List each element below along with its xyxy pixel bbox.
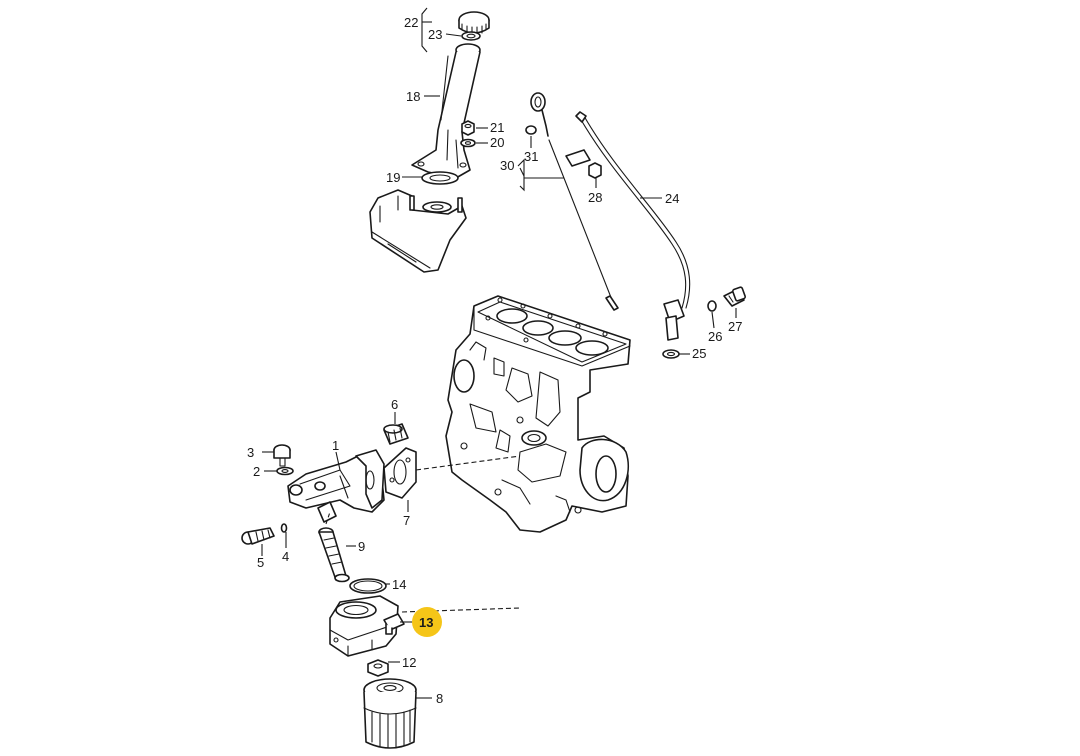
- label-9[interactable]: 9: [358, 539, 365, 554]
- oil-filter[interactable]: [363, 678, 417, 749]
- bolt-5[interactable]: [241, 527, 275, 545]
- filler-neck[interactable]: [411, 43, 481, 179]
- washer-2[interactable]: [276, 466, 294, 476]
- o-ring-14[interactable]: [349, 578, 387, 594]
- label-2[interactable]: 2: [253, 464, 260, 479]
- label-19[interactable]: 19: [386, 170, 400, 185]
- hollow-bolt-9[interactable]: [318, 527, 350, 583]
- label-28[interactable]: 28: [588, 190, 602, 205]
- nut-28[interactable]: [588, 162, 602, 179]
- dipstick-guide-tube[interactable]: [565, 111, 691, 341]
- filler-cap-seal[interactable]: [461, 31, 481, 41]
- leader-lines: [261, 7, 737, 699]
- label-23[interactable]: 23: [428, 27, 442, 42]
- label-25[interactable]: 25: [692, 346, 706, 361]
- dipstick-assembly: [525, 92, 746, 359]
- oil-filter-housing[interactable]: [329, 595, 405, 657]
- label-21[interactable]: 21: [490, 120, 504, 135]
- washer-26[interactable]: [707, 300, 717, 312]
- label-3[interactable]: 3: [247, 445, 254, 460]
- dipstick[interactable]: [530, 92, 619, 311]
- label-18[interactable]: 18: [406, 89, 420, 104]
- label-14[interactable]: 14: [392, 577, 406, 592]
- label-1[interactable]: 1: [332, 438, 339, 453]
- dipstick-seal[interactable]: [525, 125, 537, 135]
- label-12[interactable]: 12: [402, 655, 416, 670]
- nipple-12[interactable]: [367, 659, 389, 677]
- label-24[interactable]: 24: [665, 191, 679, 206]
- label-7[interactable]: 7: [403, 513, 410, 528]
- label-20[interactable]: 20: [490, 135, 504, 150]
- nut-21[interactable]: [461, 120, 475, 136]
- filter-bracket[interactable]: [287, 449, 385, 523]
- engine-block: [445, 295, 631, 533]
- label-5[interactable]: 5: [257, 555, 264, 570]
- highlight-badge[interactable]: [412, 607, 442, 637]
- label-4[interactable]: 4: [282, 549, 289, 564]
- part-labels: 22 23 18 21 20 19 31 30 28 24 26 27 25 3…: [247, 15, 742, 706]
- cylinder-head-fragment: [369, 189, 467, 273]
- washer-4[interactable]: [280, 523, 288, 533]
- oil-filler-assembly: [369, 11, 490, 273]
- label-13[interactable]: 13: [419, 615, 433, 630]
- label-31[interactable]: 31: [524, 149, 538, 164]
- gasket-7[interactable]: [383, 447, 417, 499]
- oil-filter-group: [241, 423, 417, 749]
- label-27[interactable]: 27: [728, 319, 742, 334]
- label-6[interactable]: 6: [391, 397, 398, 412]
- bolt-27[interactable]: [723, 286, 746, 307]
- label-8[interactable]: 8: [436, 691, 443, 706]
- relief-valve-6[interactable]: [383, 423, 409, 445]
- filler-cap[interactable]: [458, 11, 490, 35]
- label-22[interactable]: 22: [404, 15, 418, 30]
- seal-25[interactable]: [662, 349, 680, 359]
- gasket-19[interactable]: [421, 171, 459, 185]
- label-30[interactable]: 30: [500, 158, 514, 173]
- label-26[interactable]: 26: [708, 329, 722, 344]
- washer-20[interactable]: [460, 138, 476, 148]
- bolt-3[interactable]: [273, 444, 291, 467]
